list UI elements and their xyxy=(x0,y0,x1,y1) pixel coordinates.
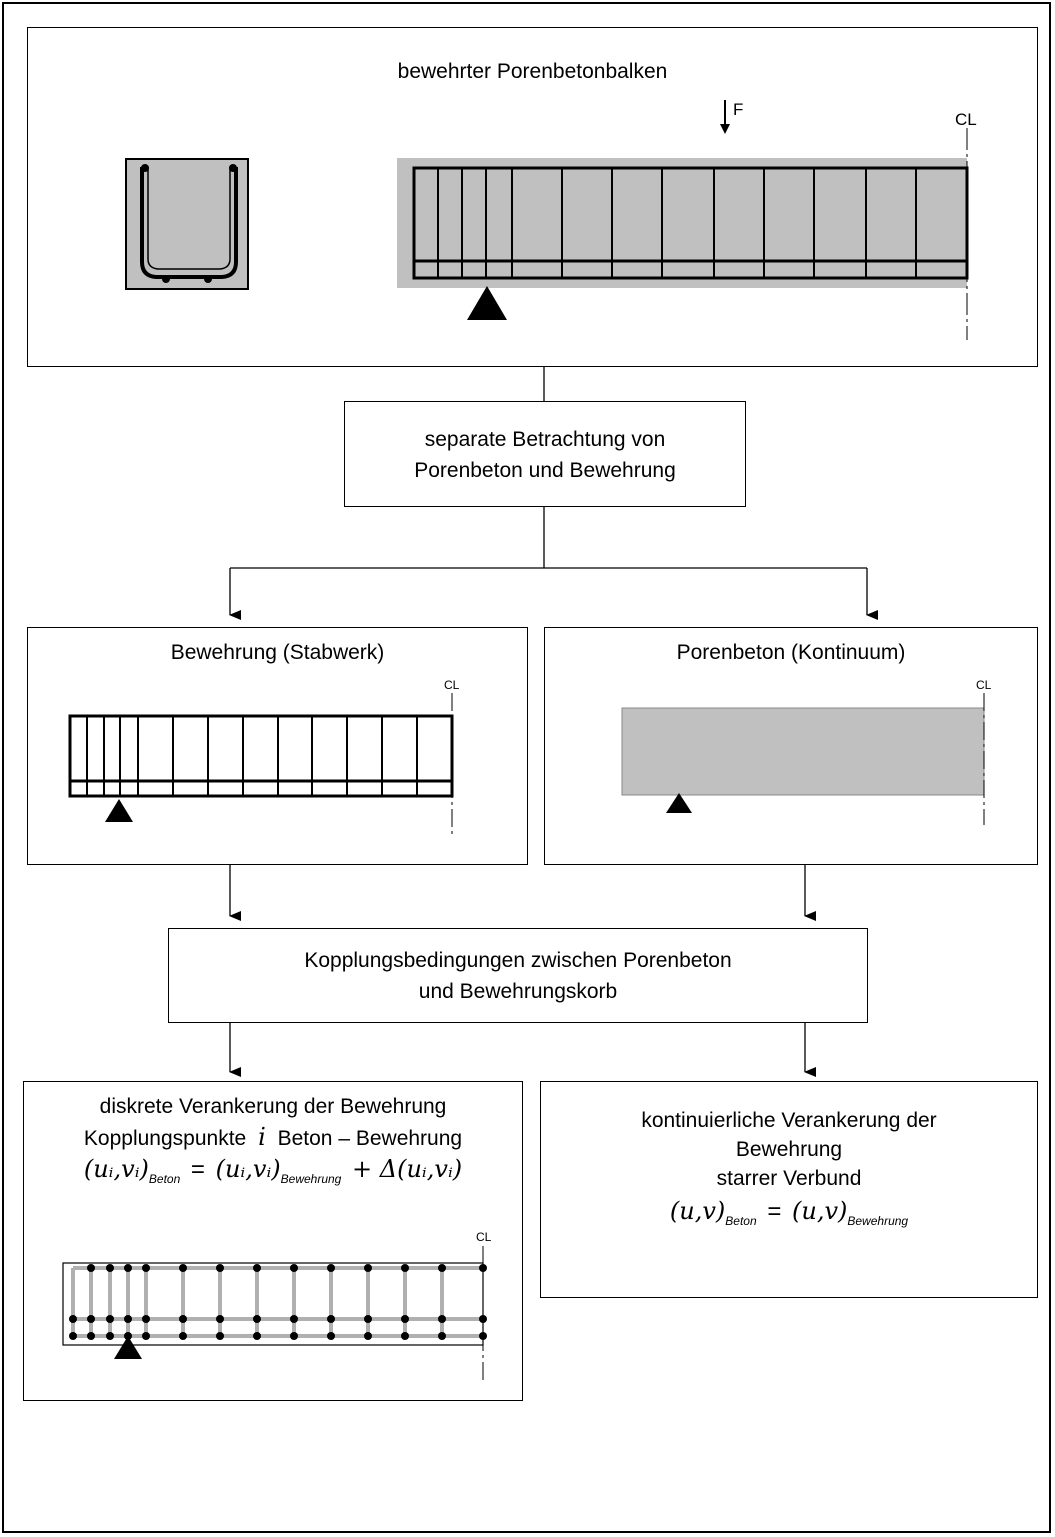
cross-section-concrete xyxy=(125,158,249,290)
rebar-dot xyxy=(229,164,237,172)
coupling-line-1: Kopplungsbedingungen zwischen Porenbeton xyxy=(304,949,732,972)
eq-lhs-sub: Beton xyxy=(148,1171,181,1186)
continuous-anchorage-box xyxy=(540,1081,1038,1298)
support-triangle-reinforcement xyxy=(105,799,133,822)
cross-section-stirrup xyxy=(140,167,238,279)
continuous-line-3: starrer Verbund xyxy=(716,1167,862,1190)
discrete-rebars xyxy=(71,1266,483,1338)
support-triangle-top xyxy=(467,286,507,320)
eq-delta-term: + Δ(uᵢ,vᵢ) xyxy=(352,1155,463,1183)
coupling-points xyxy=(69,1264,487,1340)
centerline-label-reinforcement: CL xyxy=(444,678,460,692)
continuous-line-2: Bewehrung xyxy=(735,1138,843,1161)
support-triangle-discrete xyxy=(114,1336,142,1359)
discrete-anchorage-box xyxy=(23,1081,523,1401)
centerline-label-discrete: CL xyxy=(476,1230,492,1244)
separate-consideration-box xyxy=(344,401,746,507)
eq-equals: = xyxy=(190,1156,205,1183)
continuum-concrete xyxy=(621,707,985,796)
force-label: F xyxy=(733,100,744,119)
coupling-conditions-box xyxy=(168,928,868,1023)
continuous-line-1: kontinuierliche Verankerung der xyxy=(641,1109,937,1132)
rebar-dot xyxy=(141,164,149,172)
cross-section xyxy=(125,158,249,290)
discrete-line-2-prefix: Kopplungspunkte xyxy=(83,1127,247,1150)
beam-stirrups xyxy=(437,168,917,278)
discrete-equation: (uᵢ,vᵢ)Beton = (uᵢ,vᵢ)Bewehrung + Δ(uᵢ,v… xyxy=(23,1154,523,1194)
support-triangle-continuum xyxy=(666,793,692,813)
eq2-rhs-sub: Bewehrung xyxy=(847,1213,909,1228)
coupling-line-2: und Bewehrungskorb xyxy=(418,980,618,1003)
aerated-concrete-continuum-title: Porenbeton (Kontinuum) xyxy=(676,641,906,664)
discrete-index-variable: i xyxy=(258,1123,266,1151)
discrete-line-2: Kopplungspunkte i Beton – Bewehrung xyxy=(23,1122,523,1154)
discrete-line-2-suffix: Beton – Bewehrung xyxy=(277,1127,463,1150)
separate-line-1: separate Betrachtung von xyxy=(424,428,666,451)
rebar-dot xyxy=(204,275,212,283)
centerline-label-top: CL xyxy=(955,110,977,129)
eq2-equals: = xyxy=(767,1198,782,1225)
beam-concrete xyxy=(397,158,967,288)
continuous-equation: (u,v)Beton = (u,v)Bewehrung xyxy=(540,1196,1038,1236)
reinforced-beam-title: bewehrter Porenbetonbalken xyxy=(397,60,668,83)
eq2-lhs-sub: Beton xyxy=(725,1213,757,1228)
discrete-line-1: diskrete Verankerung der Bewehrung xyxy=(99,1095,447,1118)
centerline-label-continuum: CL xyxy=(976,678,992,692)
reinforcement-framework-title: Bewehrung (Stabwerk) xyxy=(170,641,385,664)
eq2-rhs: (u,v) xyxy=(792,1197,848,1225)
rebar-dot xyxy=(162,275,170,283)
reinforcement-stirrups xyxy=(86,716,418,796)
eq-lhs: (uᵢ,vᵢ) xyxy=(83,1155,149,1183)
separate-line-2: Porenbeton und Bewehrung xyxy=(414,459,676,482)
eq-rhs: (uᵢ,vᵢ) xyxy=(215,1155,281,1183)
eq-rhs-sub: Bewehrung xyxy=(280,1171,342,1186)
eq2-lhs: (u,v) xyxy=(669,1197,726,1225)
